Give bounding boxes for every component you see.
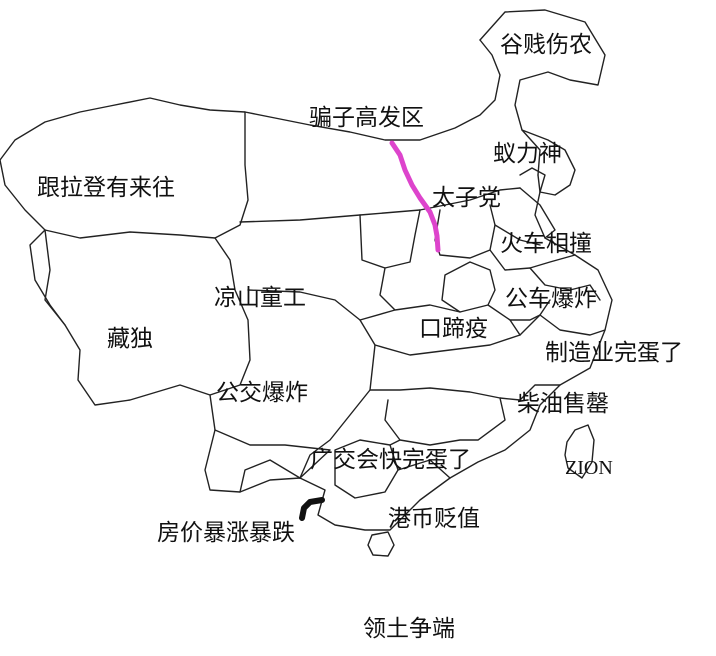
region-label-liangshan: 凉山童工 bbox=[214, 285, 306, 311]
region-label-gongjiao: 公交爆炸 bbox=[216, 380, 308, 406]
region-label-gongche: 公车爆炸 bbox=[505, 286, 597, 312]
map-borders bbox=[0, 9, 613, 557]
region-label-gangbi: 港币贬值 bbox=[388, 506, 480, 532]
region-label-koutiyi: 口蹄疫 bbox=[419, 316, 488, 342]
region-label-zion: ZION bbox=[565, 457, 613, 479]
region-label-fangjia: 房价暴涨暴跌 bbox=[157, 520, 295, 546]
region-label-genla: 跟拉登有来往 bbox=[37, 175, 175, 201]
black-line bbox=[299, 497, 325, 521]
region-label-taizi: 太子党 bbox=[432, 185, 501, 211]
region-label-yili: 蚁力神 bbox=[493, 141, 562, 167]
region-label-guangjiao: 广交会快完蛋了 bbox=[310, 447, 471, 473]
region-label-huoche: 火车相撞 bbox=[500, 231, 592, 257]
region-label-chaiyou: 柴油售罄 bbox=[517, 391, 609, 417]
map-footer-caption: 领土争端 bbox=[363, 616, 455, 642]
region-label-zhizao: 制造业完蛋了 bbox=[545, 340, 683, 366]
region-label-pianzi: 骗子高发区 bbox=[309, 105, 424, 131]
magenta-line bbox=[389, 140, 441, 253]
region-label-gujian: 谷贱伤农 bbox=[500, 32, 592, 58]
region-label-zangdu: 藏独 bbox=[107, 326, 153, 352]
